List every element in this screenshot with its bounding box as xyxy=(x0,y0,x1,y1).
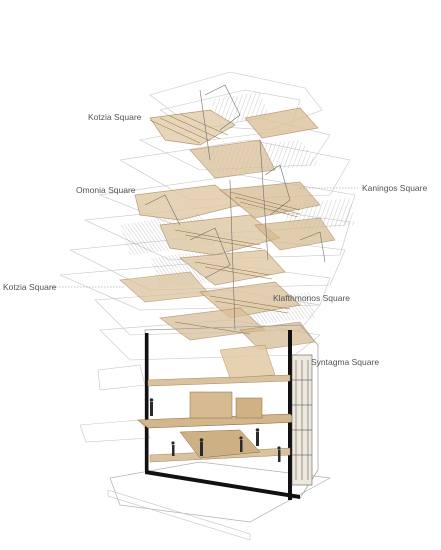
dark-strokes xyxy=(144,84,326,331)
label-klafthmonos-square: Klafthmonos Square xyxy=(273,293,351,303)
beige-structures xyxy=(119,107,336,351)
label-syntagma-square: Syntagma Square xyxy=(311,357,380,367)
building-box xyxy=(107,324,332,541)
label-kaningos-square: Kaningos Square xyxy=(362,183,428,193)
label-kotzia-square-top: Kotzia Square xyxy=(88,112,142,122)
label-omonia-square: Omonia Square xyxy=(76,185,136,195)
label-kotzia-square-left: Kotzia Square xyxy=(3,282,57,292)
stair-lines xyxy=(149,113,301,335)
leader-lines xyxy=(50,187,358,288)
